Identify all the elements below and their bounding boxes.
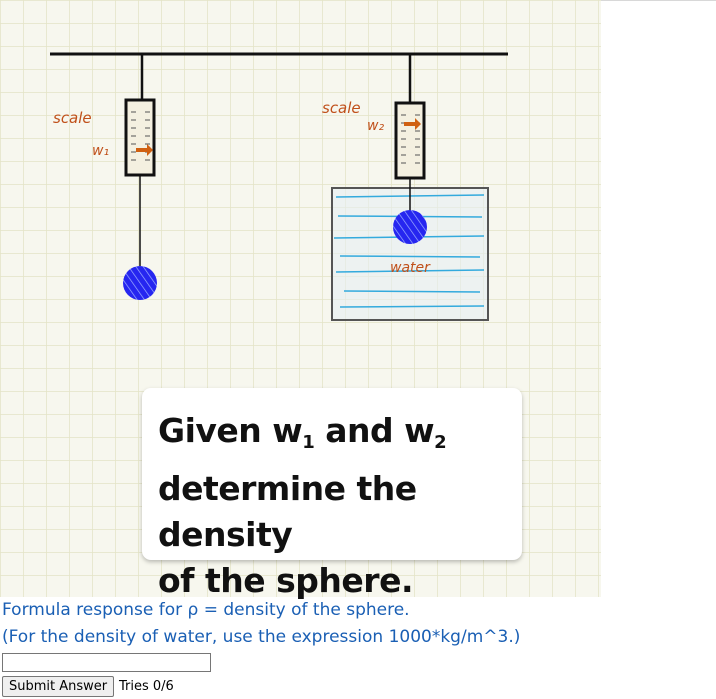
water-density-hint: (For the density of water, use the expre… — [2, 627, 521, 647]
tries-counter: Tries 0/6 — [119, 679, 174, 694]
w1-label: w₁ — [92, 143, 109, 159]
card-line-2: determine the density — [158, 469, 417, 554]
w2-label: w₂ — [367, 118, 384, 134]
left-pointer-arrow — [136, 144, 153, 156]
answer-input[interactable] — [2, 653, 211, 672]
formula-prompt: Formula response for ρ = density of the … — [2, 600, 410, 620]
right-sphere — [393, 210, 427, 244]
top-divider — [601, 0, 716, 1]
left-scale — [124, 98, 156, 177]
card-line-3: of the sphere. — [158, 561, 414, 600]
left-scale-label: scale — [53, 109, 92, 127]
right-scale-label: scale — [322, 99, 361, 117]
question-card: Given w1 and w2 determine the density of… — [142, 388, 522, 600]
physics-figure: scale w₁ scale w₂ water — [0, 0, 601, 597]
water-label: water — [390, 260, 431, 276]
submit-answer-button[interactable]: Submit Answer — [2, 676, 115, 697]
right-pointer-arrow — [404, 118, 421, 130]
right-scale — [394, 101, 426, 180]
card-line-1: Given w1 and w2 — [158, 411, 447, 453]
left-sphere — [123, 266, 157, 300]
question-card-text: Given w1 and w2 determine the density of… — [158, 408, 522, 604]
